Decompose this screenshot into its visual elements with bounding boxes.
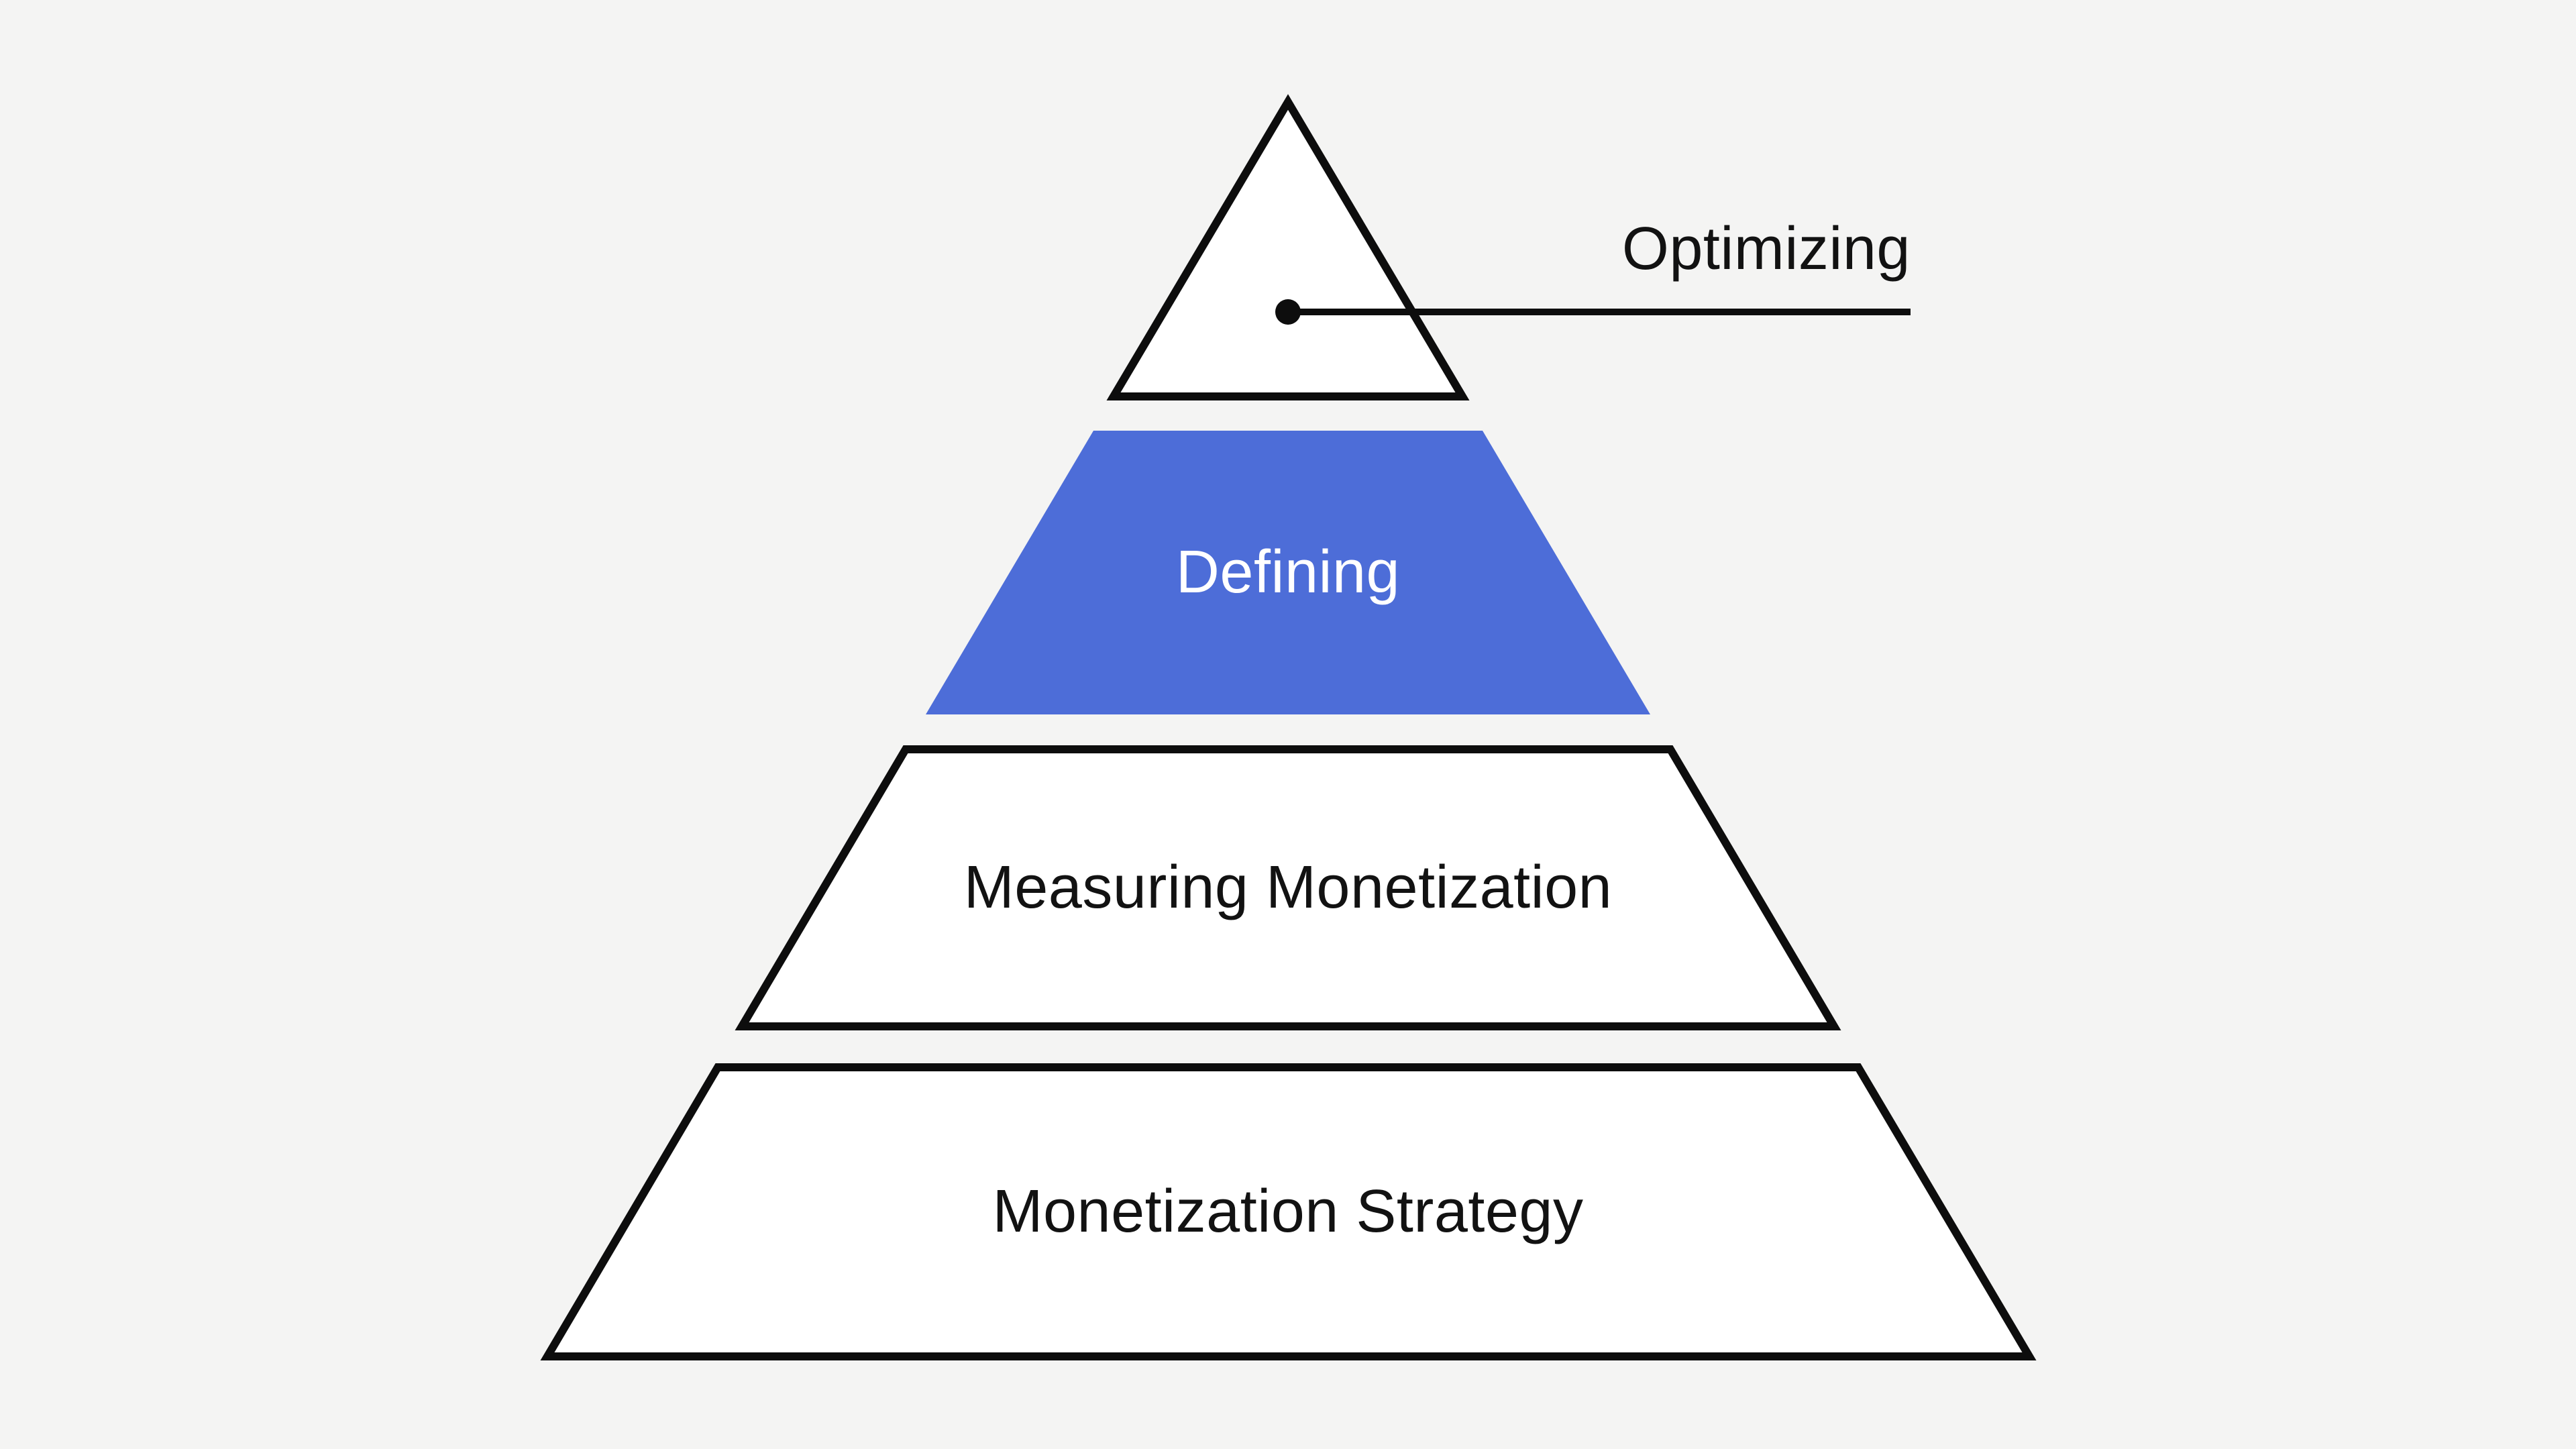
- pyramid-level-monetization-strategy: [540, 1063, 2037, 1360]
- pyramid-level-optimizing: [1106, 94, 1470, 400]
- callout-label-optimizing: Optimizing: [1622, 215, 1911, 282]
- pyramid-level-defining: [926, 431, 1650, 714]
- level-label-measuring-monetization: Measuring Monetization: [964, 854, 1613, 921]
- level-label-defining: Defining: [1176, 539, 1400, 606]
- level-label-monetization-strategy: Monetization Strategy: [993, 1178, 1584, 1245]
- callout-dot: [1275, 299, 1301, 325]
- pyramid-level-measuring-monetization: [735, 745, 1841, 1030]
